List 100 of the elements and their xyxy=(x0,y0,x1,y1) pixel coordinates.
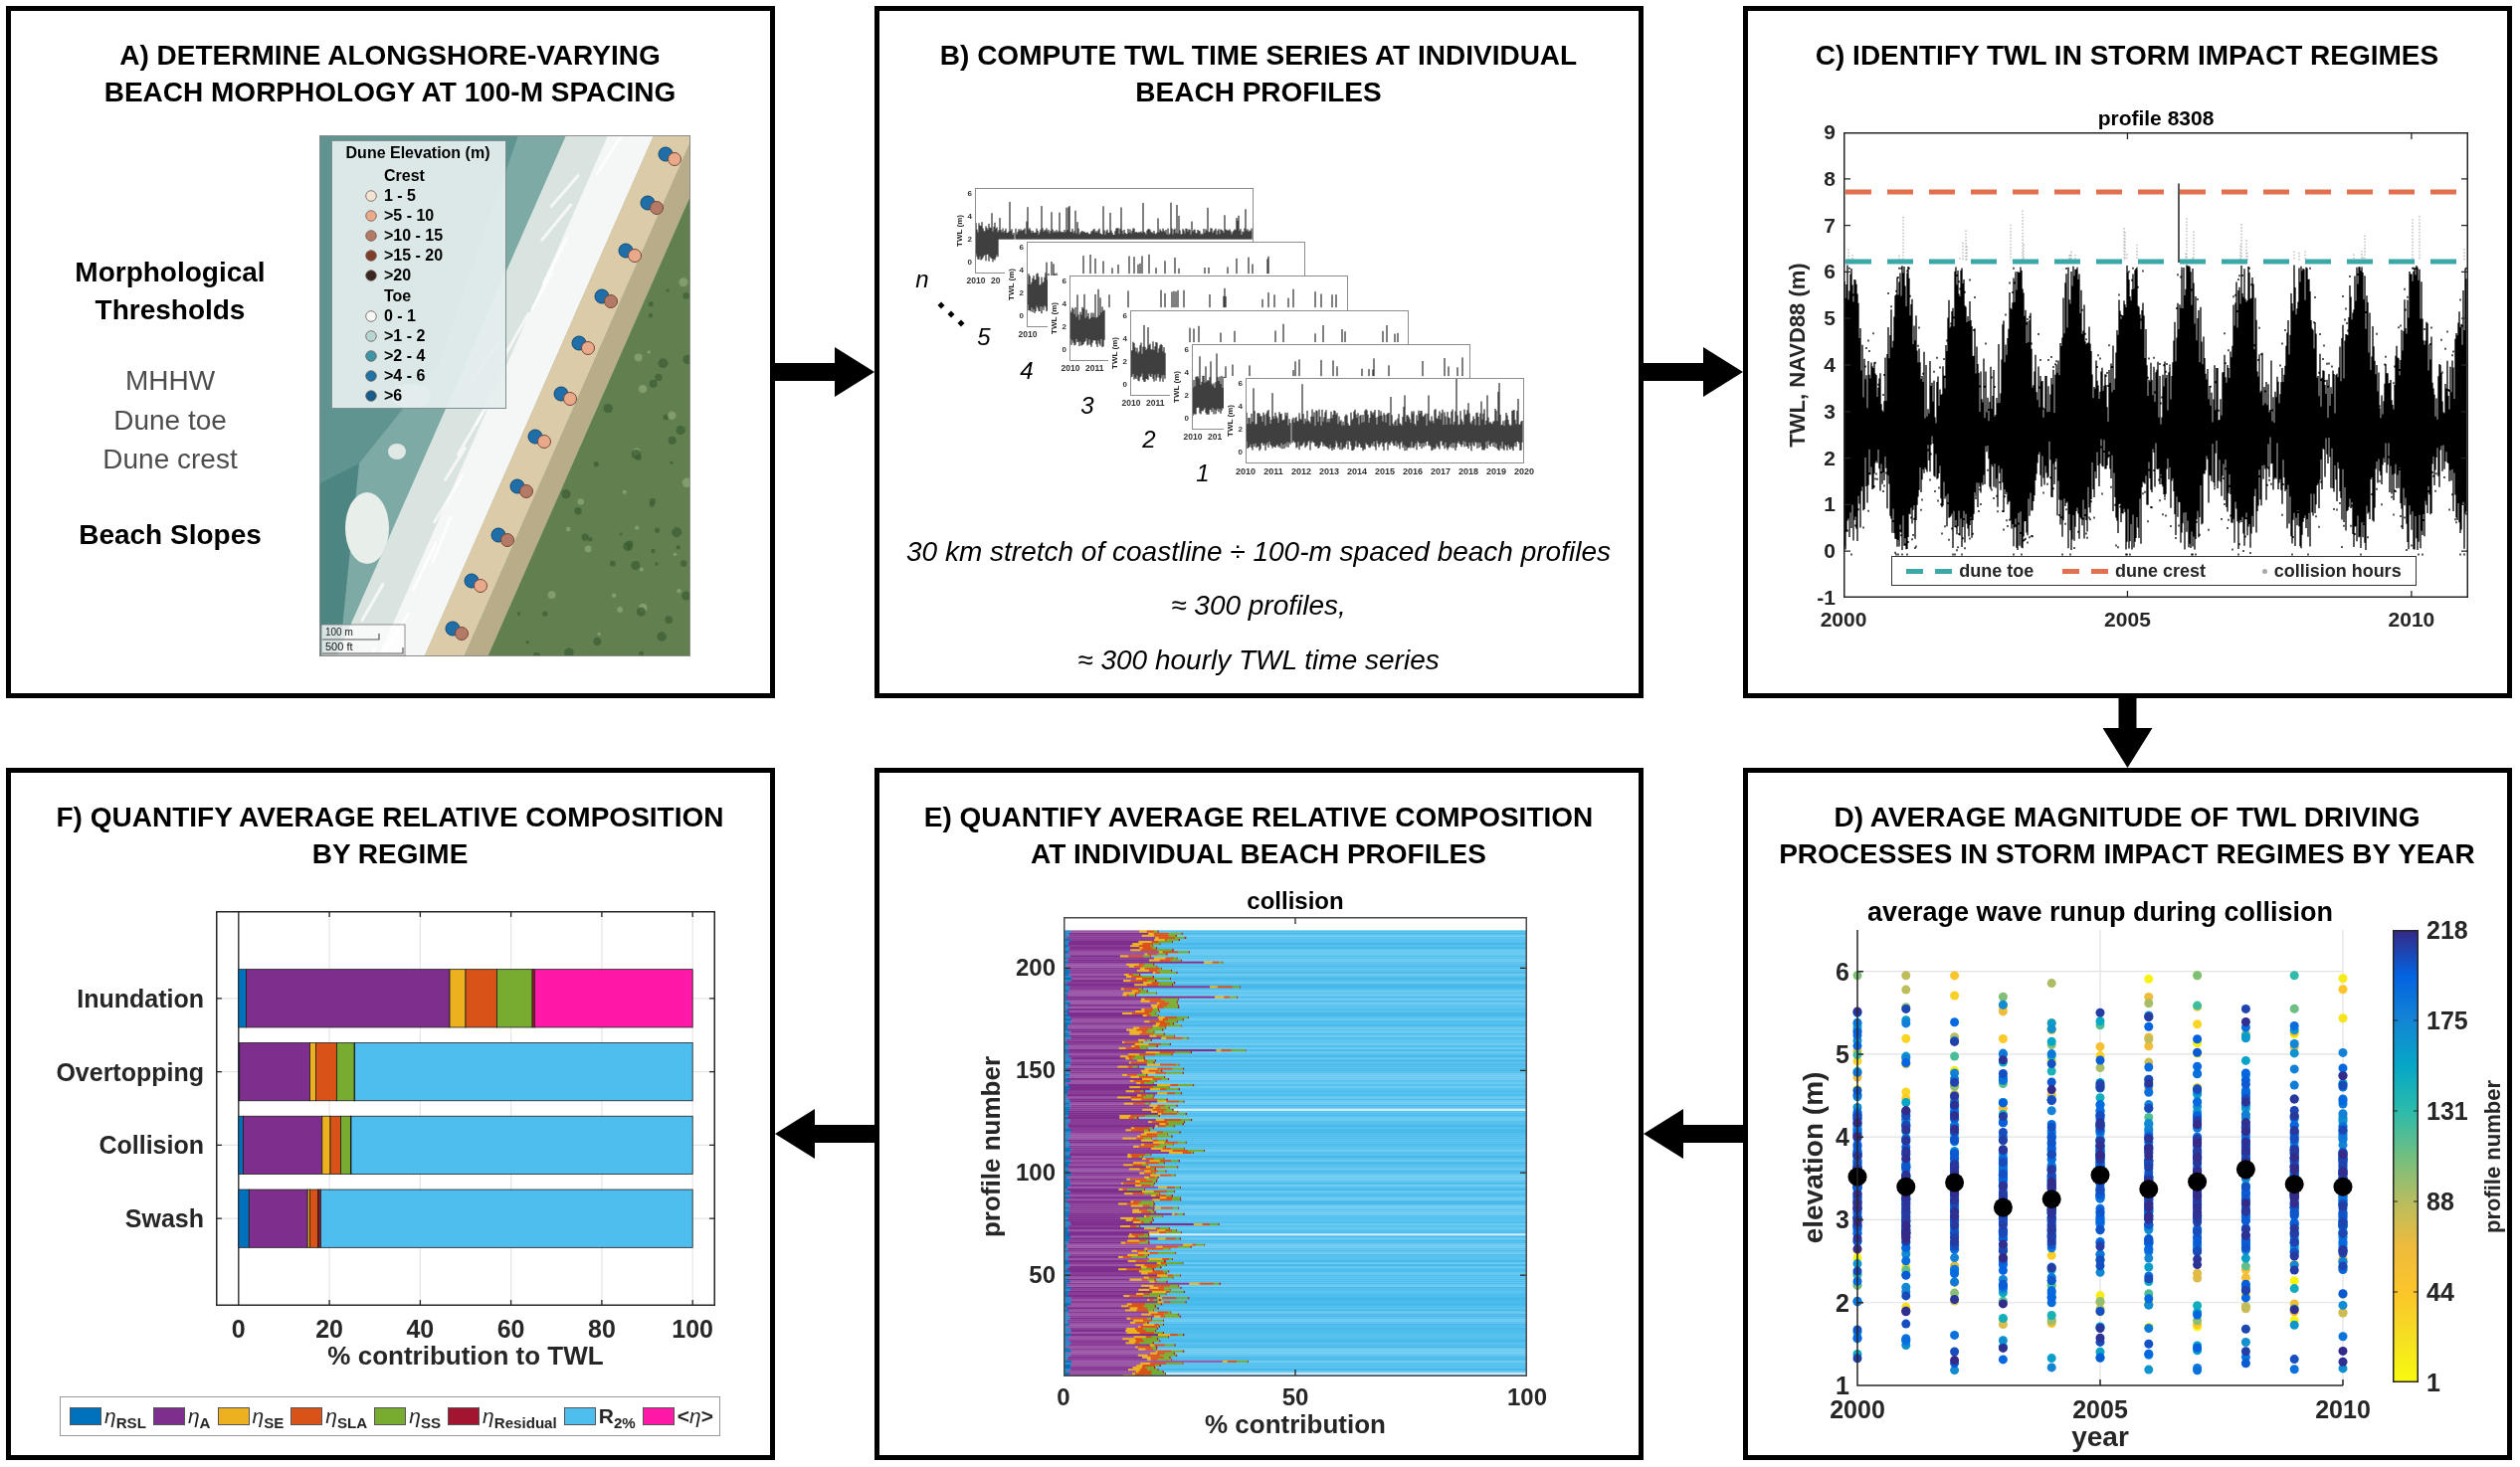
tick-label: 2020 xyxy=(1514,465,1534,477)
tick-label: 4 xyxy=(1122,334,1127,344)
axis-title: TWL (m) xyxy=(1007,269,1017,300)
axis-title: profile number xyxy=(2480,1079,2506,1233)
tick-label: 0 xyxy=(1019,310,1024,321)
tick-label: 2010 xyxy=(1236,465,1256,477)
chart-title: average wave runup during collision xyxy=(1866,897,2334,929)
tick-label: 4 xyxy=(1019,266,1024,275)
list-item: MHHW xyxy=(124,364,216,398)
legend-heading: Crest xyxy=(384,166,425,186)
tick-label: 0 xyxy=(231,1314,246,1344)
axis-title: TWL (m) xyxy=(1110,337,1120,369)
tick-label: 8 xyxy=(1824,166,1836,191)
colorbar-tick-label: 88 xyxy=(2426,1187,2454,1216)
tick-label: 3 xyxy=(1824,399,1836,424)
tick-label: 150 xyxy=(1015,1056,1056,1085)
legend-label: η$_{SE}$ xyxy=(252,1404,285,1428)
tick-label: 0 xyxy=(1238,447,1243,458)
tick-label: 50 xyxy=(1029,1261,1056,1289)
tick-label: 200 xyxy=(1015,954,1056,983)
legend-label: η$_{RSL}$ xyxy=(104,1404,146,1428)
tick-label: 2016 xyxy=(1403,465,1423,477)
tick-label: 0 xyxy=(1062,344,1066,355)
tick-label: 6 xyxy=(1019,243,1024,253)
tick-label: 20 xyxy=(315,1314,343,1344)
tick-label: 6 xyxy=(1062,276,1066,286)
legend-label: dune crest xyxy=(2114,560,2206,582)
tick-label: 2010 xyxy=(1018,330,1038,340)
legend-title: Dune Elevation (m) xyxy=(345,143,490,163)
tick-label: 0 xyxy=(1184,413,1189,424)
tick-label: 6 xyxy=(1836,957,1849,986)
axis-title: TWL (m) xyxy=(1172,371,1182,403)
tick-label: 100 xyxy=(1015,1159,1056,1188)
scale-bar-label: 500 ft xyxy=(325,640,353,653)
category-label: Collision xyxy=(98,1131,204,1160)
axis-title: elevation (m) xyxy=(1797,1071,1830,1244)
legend-label: η$_{SLA}$ xyxy=(325,1404,368,1428)
tick-label: 2 xyxy=(1836,1288,1849,1318)
tick-label: 20 xyxy=(991,276,1001,286)
tick-label: 50 xyxy=(1281,1383,1309,1411)
panel-title: E) QUANTIFY AVERAGE RELATIVE COMPOSITION AT INDIVIDUAL BEACH PROFILES xyxy=(922,801,1595,871)
tick-label: 2014 xyxy=(1347,465,1367,477)
legend-heading: Toe xyxy=(384,286,412,306)
subheading: Morphological Thresholds xyxy=(74,256,267,327)
description-text: 30 km stretch of coastline ÷ 100-m spaced beach profiles xyxy=(905,535,1612,569)
tick-label: 2 xyxy=(1122,357,1127,367)
subheading: Beach Slopes xyxy=(79,518,262,552)
tick-label: 7 xyxy=(1824,213,1836,238)
tick-label: 5 xyxy=(1836,1039,1849,1069)
tick-label: 0 xyxy=(967,257,972,268)
panel-title: F) QUANTIFY AVERAGE RELATIVE COMPOSITION BY REGIME xyxy=(55,801,725,871)
tick-label: 4 xyxy=(1238,402,1243,412)
legend-label: 1 - 5 xyxy=(384,186,416,206)
list-item: Dune crest xyxy=(102,443,238,476)
tick-label: 2010 xyxy=(1183,433,1203,443)
tick-label: 40 xyxy=(406,1314,435,1344)
tick-label: 0 xyxy=(1122,379,1127,390)
category-label: Overtopping xyxy=(56,1057,204,1086)
tick-label: 4 xyxy=(1824,352,1836,378)
tick-label: 2018 xyxy=(1458,465,1478,477)
tick-label: 60 xyxy=(496,1314,525,1344)
legend-label: <η> xyxy=(677,1404,713,1428)
category-label: Swash xyxy=(124,1203,204,1233)
panel-title: D) AVERAGE MAGNITUDE OF TWL DRIVING PROCESSES IN STORM IMPACT REGIMES BY YEAR xyxy=(1778,801,2476,871)
plot-index-label: n xyxy=(915,266,929,293)
tick-label: 2 xyxy=(1824,446,1836,470)
legend-label: >15 - 20 xyxy=(384,246,444,266)
tick-label: 0 xyxy=(1824,539,1836,564)
legend-label: dune toe xyxy=(1959,560,2035,582)
tick-label: 2 xyxy=(967,235,972,245)
chart-title: collision xyxy=(1247,887,1344,915)
axis-title: TWL (m) xyxy=(955,215,965,247)
tick-label: 2010 xyxy=(966,276,986,286)
axis-title: profile number xyxy=(977,1056,1007,1237)
tick-label: 2 xyxy=(1184,391,1189,401)
panel-title: A) DETERMINE ALONGSHORE-VARYING BEACH MORPHOLOGY AT 100-M SPACING xyxy=(102,39,678,109)
legend-label: R$_{2%}$ xyxy=(598,1404,636,1428)
tick-label: 201 xyxy=(1208,433,1223,443)
panel-title: C) IDENTIFY TWL IN STORM IMPACT REGIMES xyxy=(1814,39,2440,73)
colorbar-tick-label: 218 xyxy=(2426,915,2468,945)
legend-label: >1 - 2 xyxy=(384,326,426,346)
legend-label: η$_{SS}$ xyxy=(409,1404,442,1428)
tick-label: 6 xyxy=(967,189,972,199)
legend-label: collision hours xyxy=(2273,560,2402,582)
axis-title: % contribution xyxy=(1205,1410,1386,1440)
plot-index-label: 5 xyxy=(977,323,991,351)
tick-label: 100 xyxy=(1507,1383,1547,1411)
axis-title: % contribution to TWL xyxy=(327,1342,604,1372)
colorbar-tick-label: 44 xyxy=(2426,1277,2454,1307)
description-text: ≈ 300 profiles, xyxy=(1170,589,1347,623)
tick-label: 2 xyxy=(1062,322,1066,332)
tick-label: 3 xyxy=(1836,1205,1849,1234)
tick-label: 2015 xyxy=(1375,465,1395,477)
legend-label: >4 - 6 xyxy=(384,366,426,386)
tick-label: 6 xyxy=(1184,345,1189,355)
legend-label: η$_{A}$ xyxy=(187,1404,211,1428)
tick-label: 2013 xyxy=(1319,465,1339,477)
tick-label: 4 xyxy=(1836,1122,1849,1152)
chart-title: profile 8308 xyxy=(2097,105,2215,131)
tick-label: 100 xyxy=(672,1314,714,1344)
